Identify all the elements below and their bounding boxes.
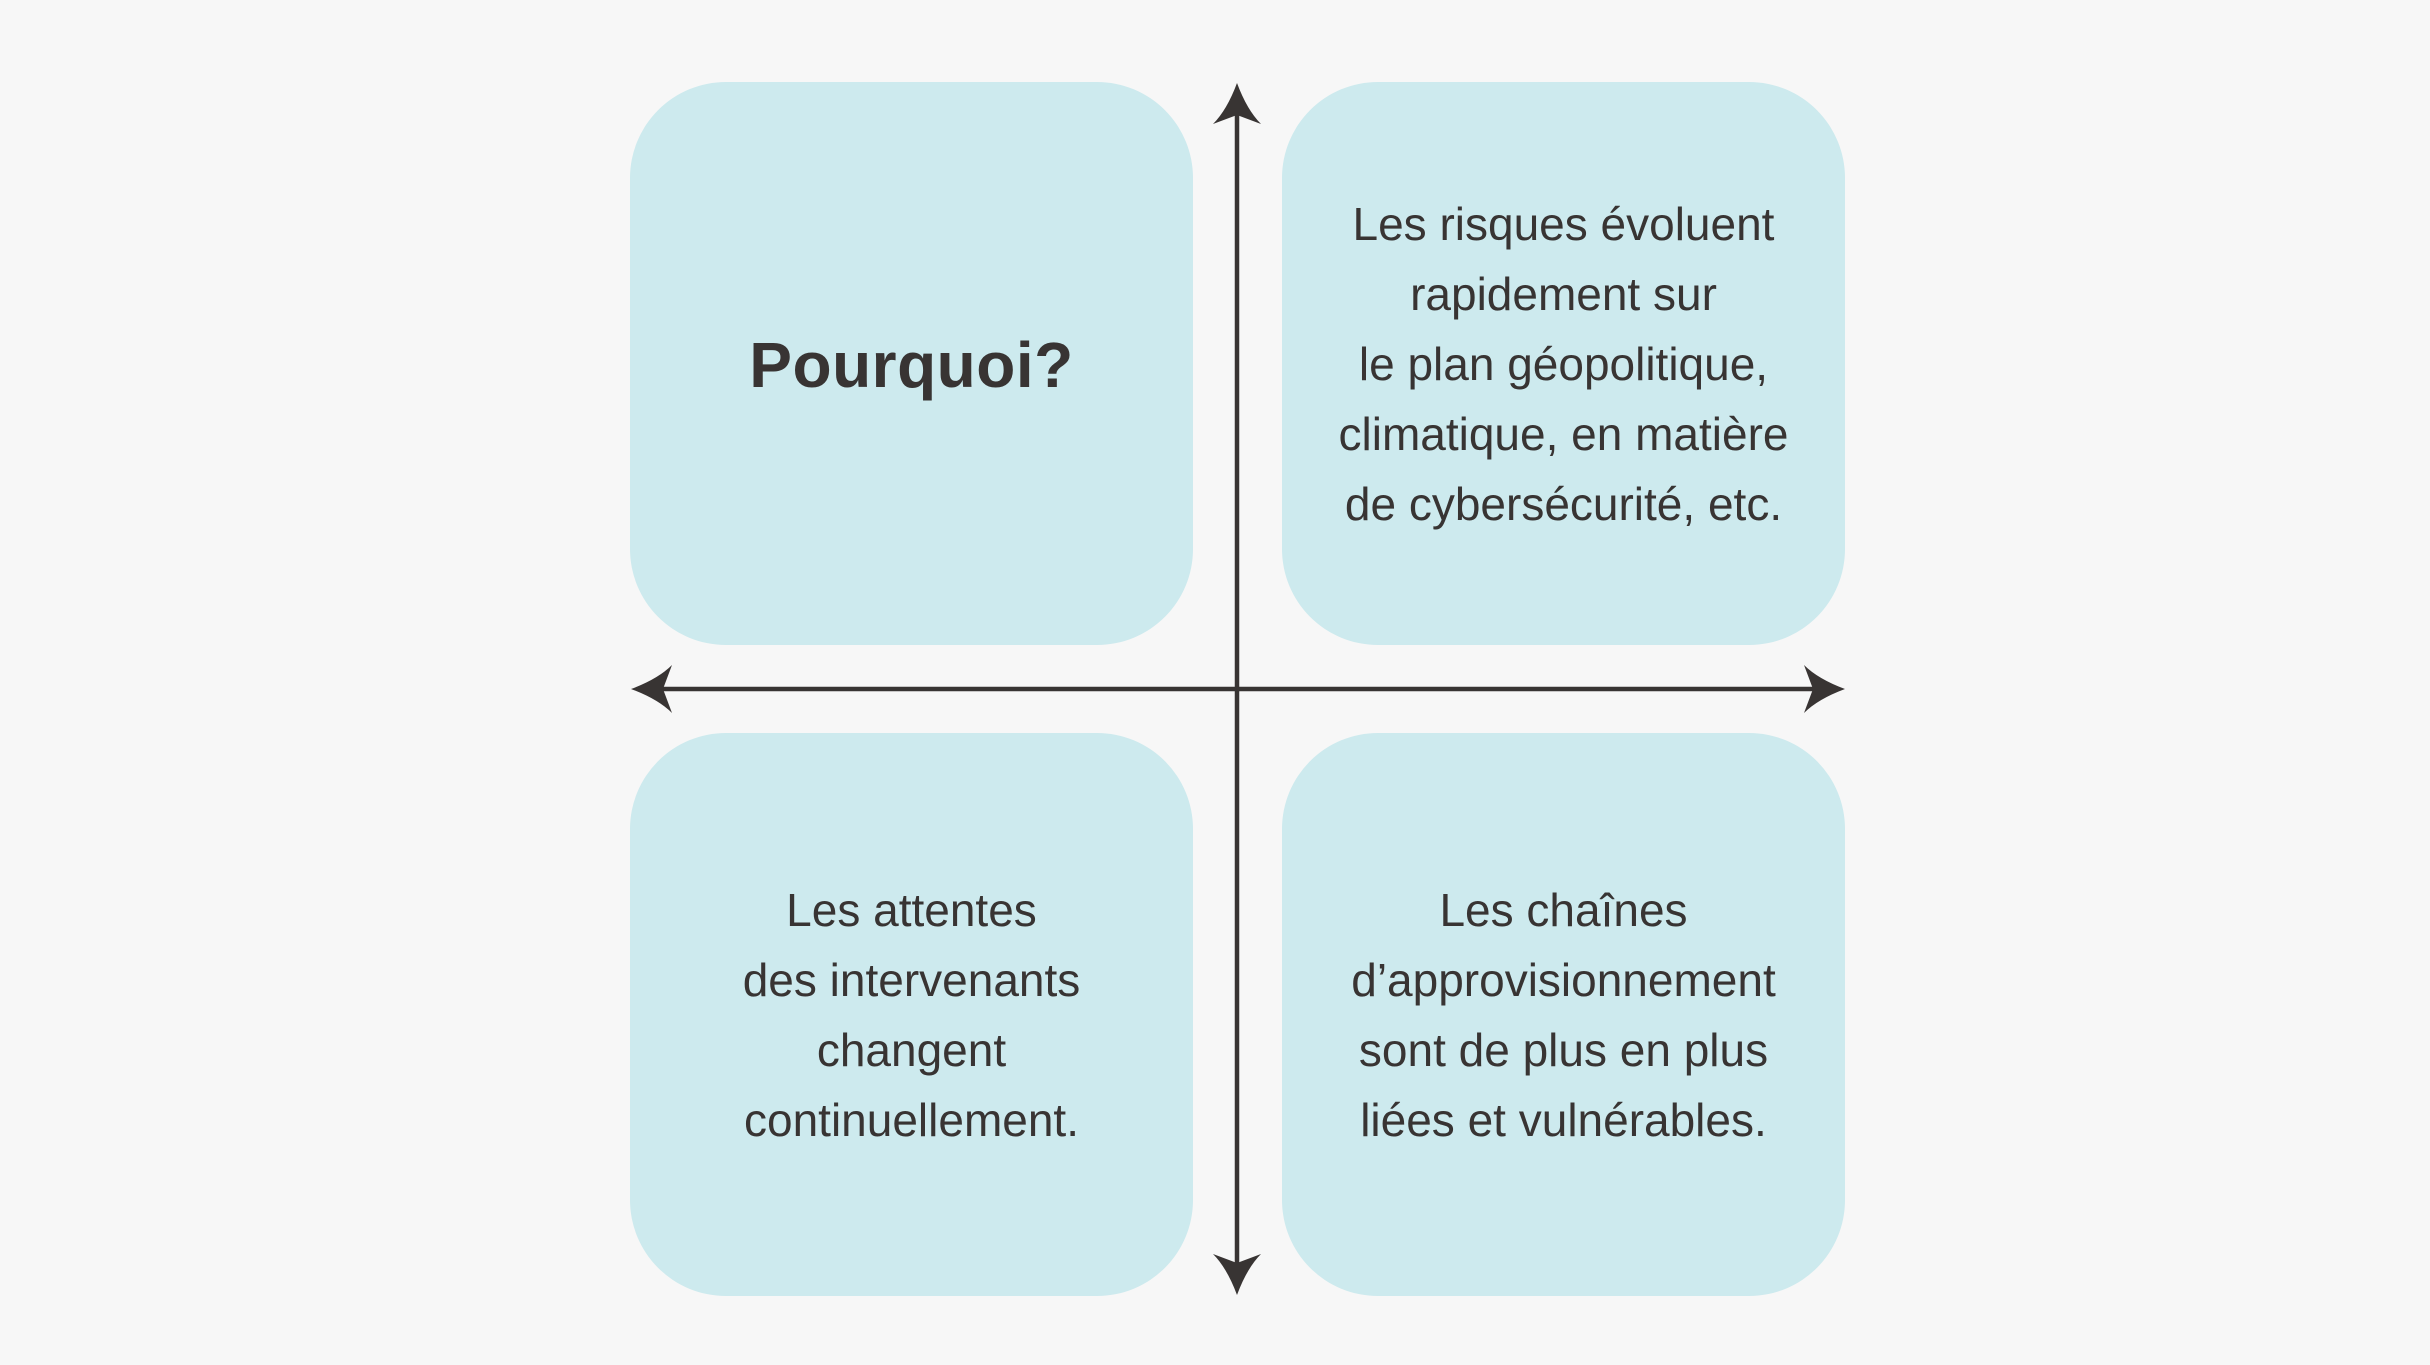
text-line: le plan géopolitique, bbox=[1358, 337, 1769, 390]
text-line: de cybersécurité, etc. bbox=[1344, 477, 1783, 530]
arrow-right-icon bbox=[1804, 665, 1845, 713]
text-line: d’approvisionnement bbox=[1351, 953, 1776, 1006]
text-line: continuellement. bbox=[744, 1093, 1079, 1146]
quadrant-top-right: Les risques évoluent rapidement sur le p… bbox=[1282, 82, 1845, 645]
text-line: changent bbox=[816, 1023, 1007, 1076]
quadrant-text-risks: Les risques évoluent rapidement sur le p… bbox=[1339, 189, 1789, 539]
diagram-title: Pourquoi? bbox=[749, 328, 1074, 401]
text-line: Les risques évoluent bbox=[1352, 197, 1775, 250]
quadrant-top-left: Pourquoi? bbox=[630, 82, 1193, 645]
text-line: liées et vulnérables. bbox=[1360, 1093, 1767, 1146]
text-line: Les chaînes bbox=[1439, 883, 1688, 936]
quadrant-text-supply-chains: Les chaînes d’approvisionnement sont de … bbox=[1351, 875, 1776, 1155]
text-line: sont de plus en plus bbox=[1358, 1023, 1769, 1076]
quadrant-bottom-left: Les attentes des intervenants changent c… bbox=[630, 733, 1193, 1296]
arrow-up-icon bbox=[1213, 83, 1261, 124]
text-line: Les attentes bbox=[786, 883, 1037, 936]
arrow-down-icon bbox=[1213, 1254, 1261, 1295]
text-line: climatique, en matière bbox=[1338, 407, 1789, 460]
text-line: des intervenants bbox=[742, 953, 1081, 1006]
quadrant-bottom-right: Les chaînes d’approvisionnement sont de … bbox=[1282, 733, 1845, 1296]
arrow-left-icon bbox=[631, 665, 672, 713]
quadrant-text-stakeholders: Les attentes des intervenants changent c… bbox=[743, 875, 1081, 1155]
text-line: rapidement sur bbox=[1410, 267, 1717, 320]
